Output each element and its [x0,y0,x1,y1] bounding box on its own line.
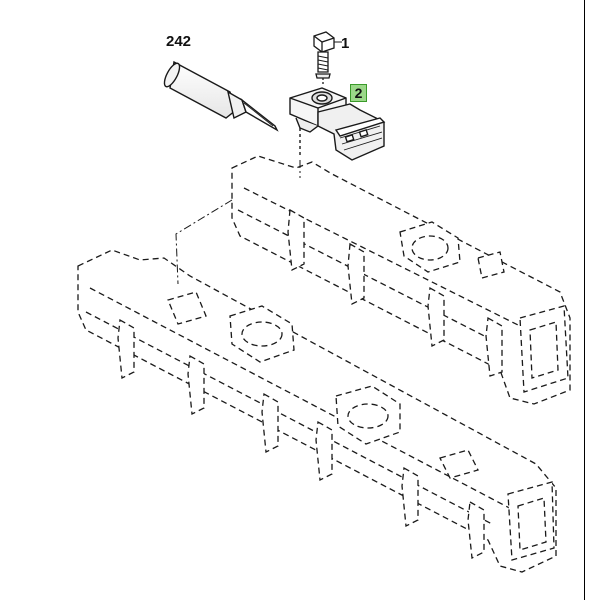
bolt [313,31,335,86]
assembly-leader-lines [175,160,301,285]
lower-manifold [77,249,557,573]
sealant-tube [163,60,279,132]
callout-bolt: 1 [341,35,350,52]
callout-sealant: 242 [166,33,192,50]
boost-pressure-sensor [289,87,386,161]
upper-manifold [231,155,571,405]
callout-sensor-highlighted[interactable]: 2 [350,84,367,102]
right-border-line [584,0,585,600]
